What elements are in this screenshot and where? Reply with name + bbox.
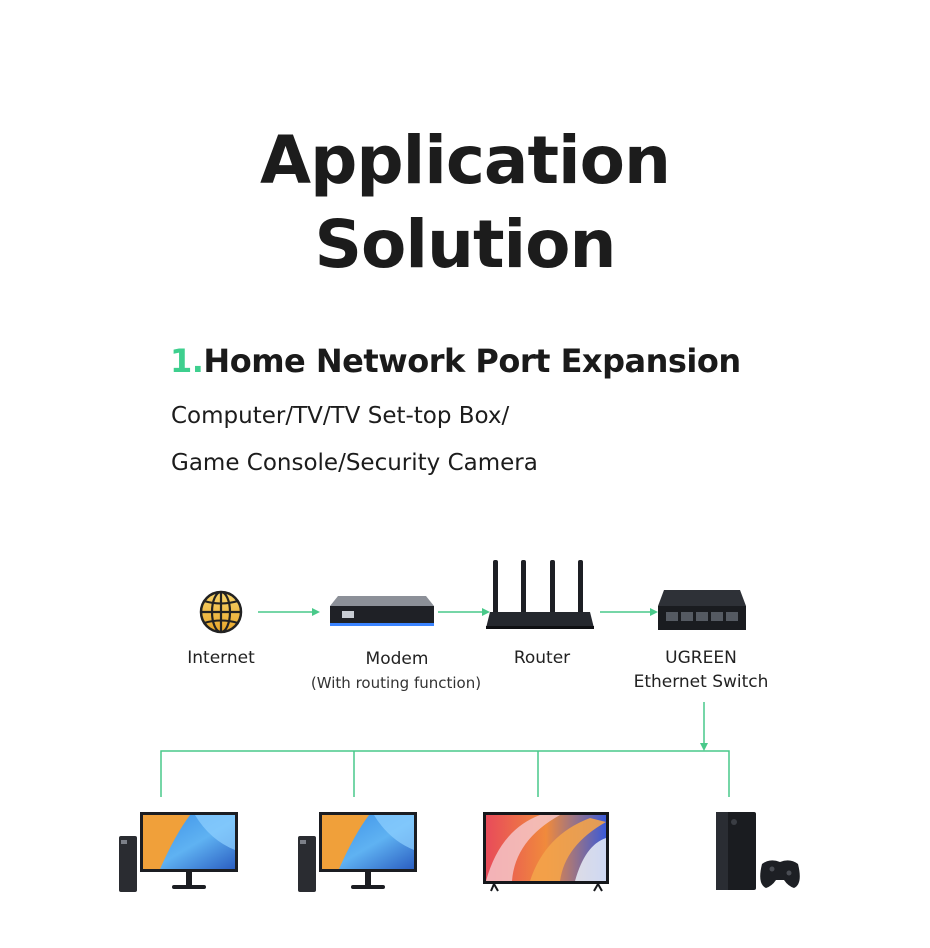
- game-console-icon: [716, 812, 800, 890]
- globe-icon: [199, 590, 243, 634]
- section-heading: 1.Home Network Port Expansion: [170, 342, 741, 380]
- desktop-computer-icon: [298, 812, 417, 892]
- device-list-line-1: Computer/TV/TV Set-top Box/: [171, 403, 510, 429]
- router-icon: [486, 560, 594, 629]
- node-sublabel-switch: Ethernet Switch: [633, 672, 769, 692]
- node-label-switch: UGREEN: [665, 648, 737, 668]
- ethernet-switch-icon: [658, 590, 746, 630]
- desktop-computer-icon: [119, 812, 238, 892]
- device-distribution-line: [160, 750, 730, 797]
- node-sublabel-modem: (With routing function): [310, 674, 482, 692]
- node-label-modem: Modem: [365, 649, 429, 669]
- node-label-internet: Internet: [187, 648, 255, 668]
- device-list-line-2: Game Console/Security Camera: [171, 450, 538, 476]
- page-title-line-1: Application: [260, 122, 671, 199]
- section-number: 1.: [170, 342, 204, 380]
- section-heading-text: Home Network Port Expansion: [203, 342, 741, 380]
- node-label-router: Router: [513, 648, 571, 668]
- modem-icon: [330, 596, 434, 626]
- page-title-line-2: Solution: [314, 206, 617, 283]
- television-icon: [483, 812, 609, 892]
